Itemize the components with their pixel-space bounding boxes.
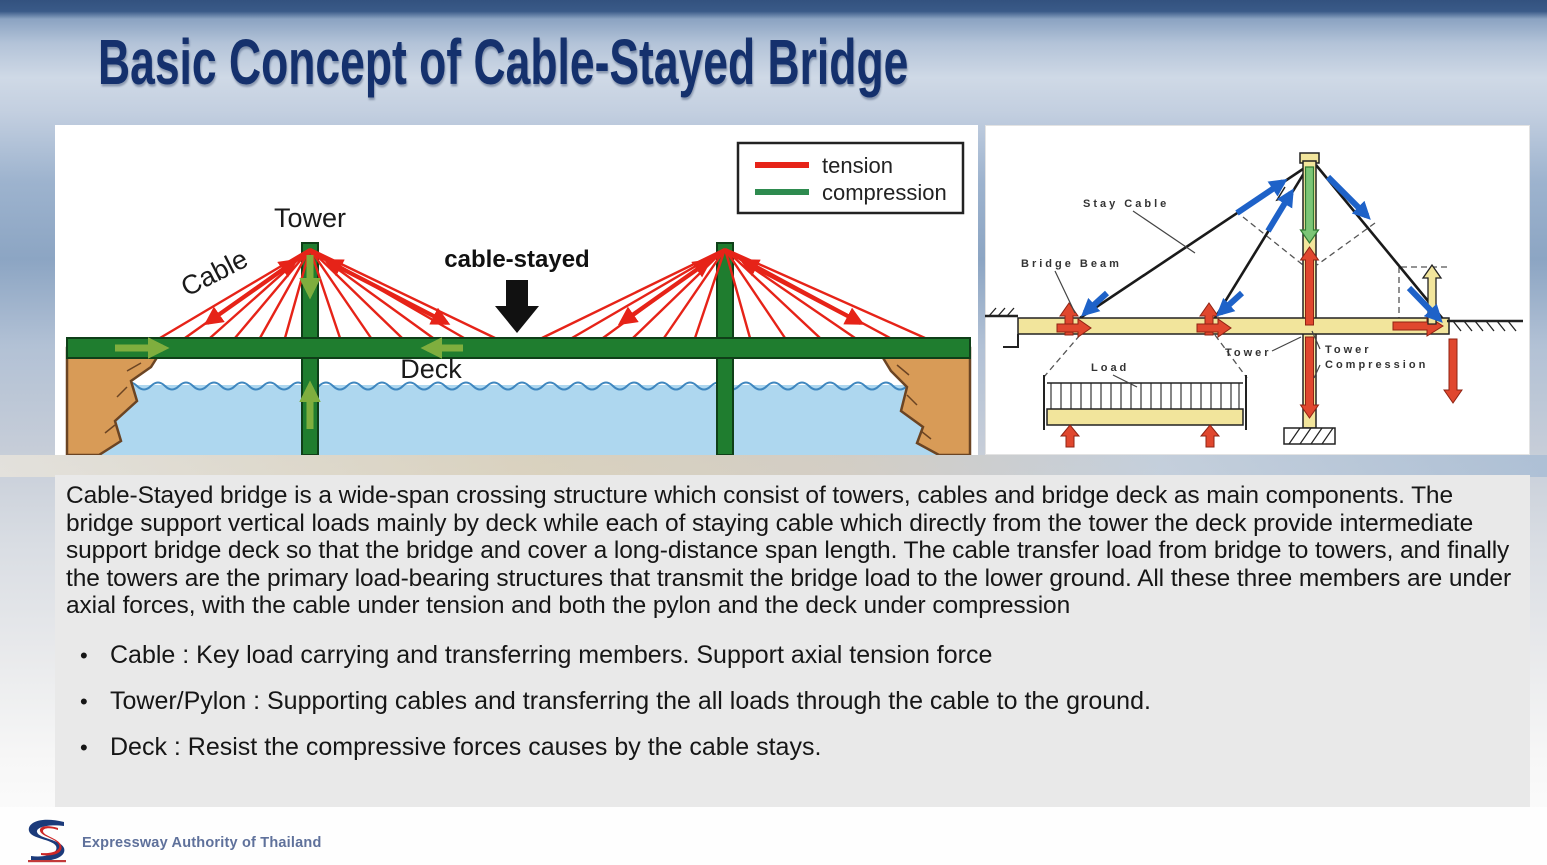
label-cable: Cable	[176, 244, 252, 303]
cable-stayed-arrow	[495, 280, 539, 333]
bullet-item-tower-pylon: • Tower/Pylon : Supporting cables and tr…	[80, 686, 1522, 715]
cable-tension-arrows	[203, 258, 865, 326]
footer-bar: Expressway Authority of Thailand	[0, 807, 1547, 865]
component-bullet-list: • Cable : Key load carrying and transfer…	[66, 640, 1522, 761]
bullet-text-deck: Deck : Resist the compressive forces cau…	[110, 732, 822, 761]
label-bridge-beam: Bridge Beam	[1021, 258, 1122, 270]
label-load: Load	[1091, 362, 1129, 374]
blue-cable-force-arrows	[1081, 174, 1443, 323]
label-deck: Deck	[400, 354, 462, 384]
left-support	[985, 307, 1019, 348]
label-stay-cable: Stay Cable	[1083, 198, 1169, 210]
force-diagram: Stay Cable Bridge Beam Load Tower Tower …	[985, 152, 1523, 448]
water	[66, 381, 970, 455]
label-tower-compression-2: Compression	[1325, 359, 1428, 371]
logo-swoosh-navy	[28, 819, 65, 861]
load-detail	[1043, 375, 1247, 430]
label-tower: Tower	[274, 203, 346, 233]
exat-logo	[28, 819, 66, 863]
bullet-item-cable: • Cable : Key load carrying and transfer…	[80, 640, 1522, 669]
label-cable-stayed: cable-stayed	[444, 246, 589, 273]
deck-beam	[66, 337, 971, 359]
compression-arrows	[115, 255, 463, 429]
bullet-marker: •	[80, 642, 88, 668]
footer-organization: Expressway Authority of Thailand	[82, 835, 322, 851]
bullet-text-tower-pylon: Tower/Pylon : Supporting cables and tran…	[110, 686, 1151, 715]
stay-cables	[1079, 163, 1449, 325]
dashed-guides	[1042, 216, 1447, 379]
legend-compression-label: compression	[822, 180, 947, 205]
legend-tension-label: tension	[822, 153, 893, 178]
description-paragraph: Cable-Stayed bridge is a wide-span cross…	[66, 482, 1512, 619]
right-ground	[1447, 319, 1523, 332]
label-tower-compression-1: Tower	[1325, 344, 1372, 356]
body-text-panel: Cable-Stayed bridge is a wide-span cross…	[55, 475, 1530, 807]
tower-top-compression-arrow	[1299, 166, 1320, 245]
logo-subtext-bar	[28, 860, 66, 863]
label-pointers	[1054, 210, 1321, 388]
bridge-schematic-panel: Tower Cable cable-stayed Deck tension co…	[55, 125, 978, 455]
bridge-schematic: Tower Cable cable-stayed Deck tension co…	[65, 141, 972, 455]
logo-swoosh-red	[39, 826, 62, 856]
bridge-beam	[1017, 317, 1450, 335]
bullet-text-cable: Cable : Key load carrying and transferri…	[110, 640, 993, 669]
legend: tension compression	[736, 141, 965, 215]
background-photo-strip	[0, 455, 1547, 477]
bullet-marker: •	[80, 688, 88, 714]
right-cliff	[874, 346, 972, 455]
force-diagram-panel: Stay Cable Bridge Beam Load Tower Tower …	[985, 125, 1530, 455]
slide-title: Basic Concept of Cable-Stayed Bridge	[98, 27, 909, 99]
bullet-item-deck: • Deck : Resist the compressive forces c…	[80, 732, 1522, 761]
label-tower: Tower	[1225, 347, 1272, 359]
tower-foundation	[1283, 427, 1336, 445]
bullet-marker: •	[80, 734, 88, 760]
